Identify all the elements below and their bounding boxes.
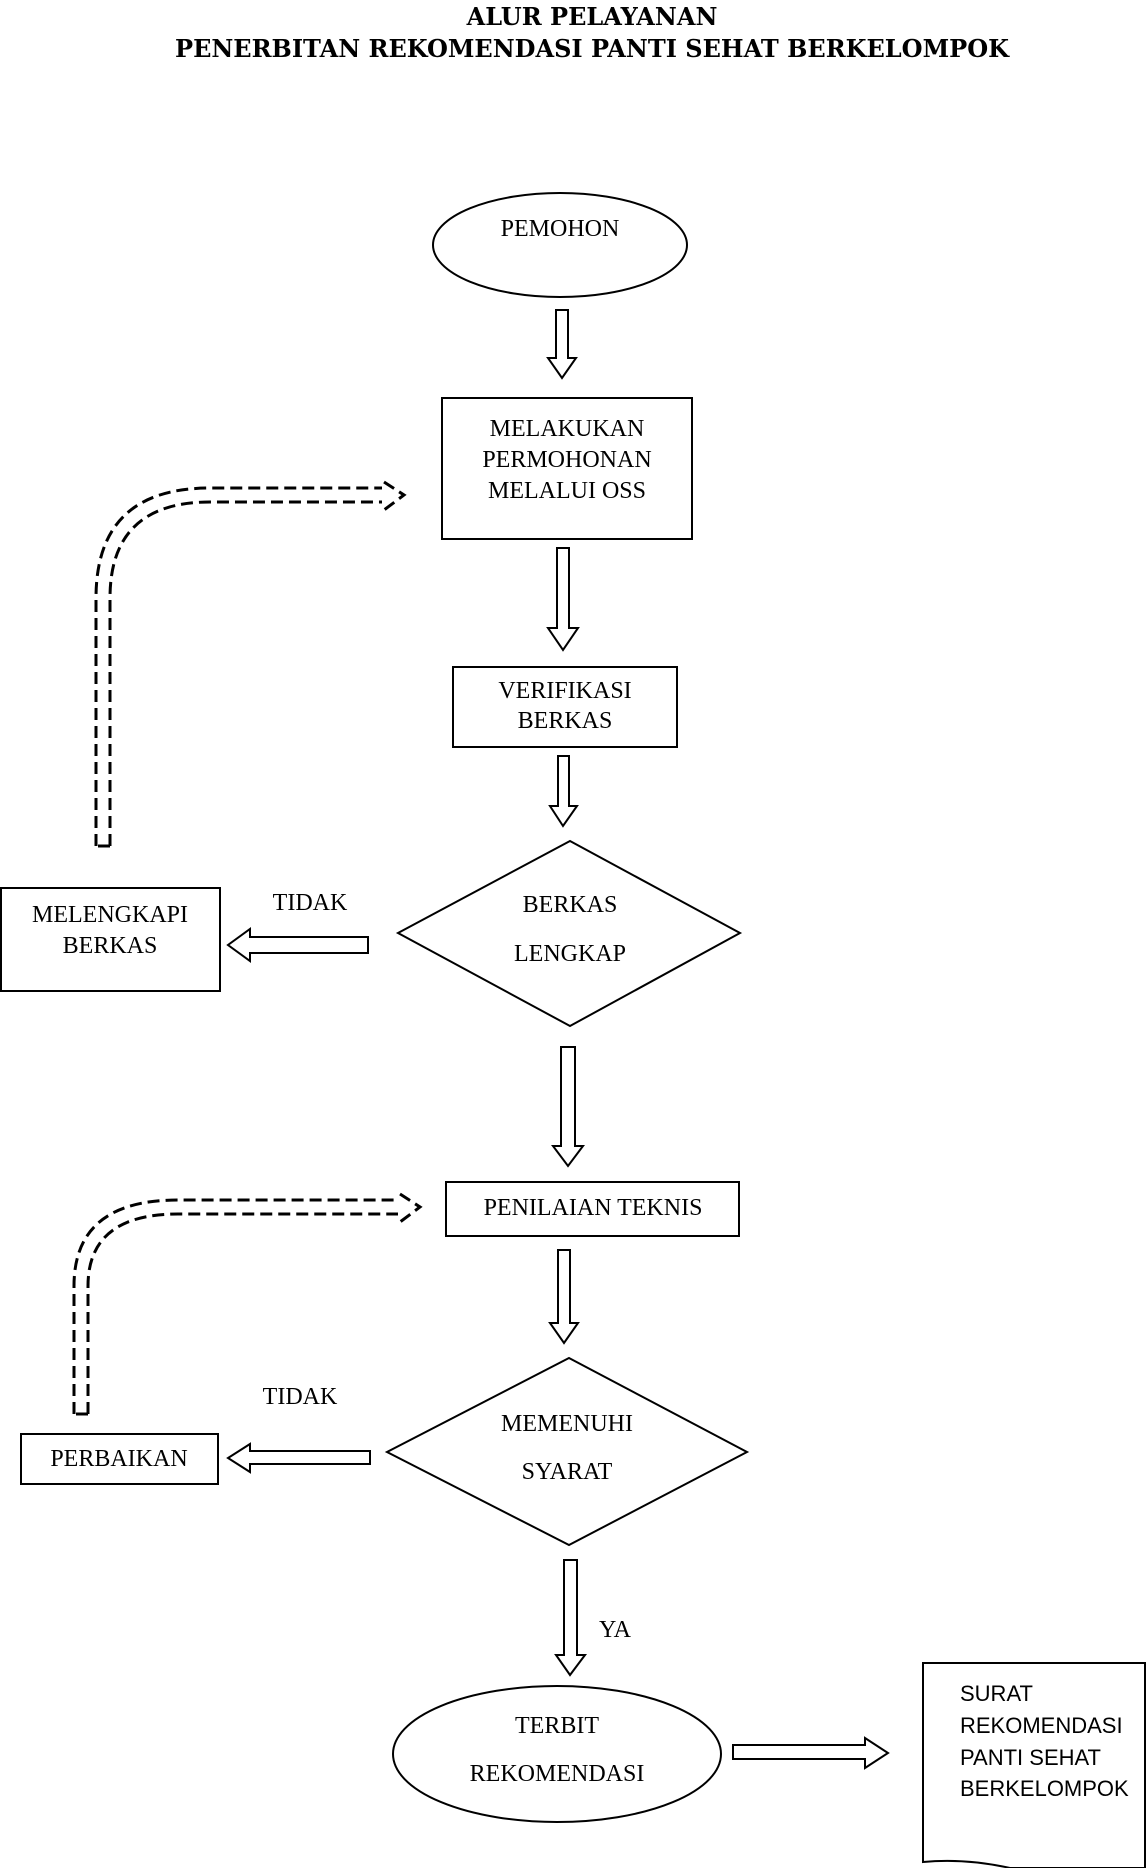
label-tidak-1: TIDAK <box>273 890 348 916</box>
node-melengkapi-line-1: MELENGKAPI <box>32 902 188 928</box>
node-terbit: TERBIT REKOMENDASI <box>392 1685 722 1823</box>
arrow-terbit-to-surat <box>732 1736 890 1770</box>
arrow-pemohon-to-permohonan <box>546 309 578 380</box>
node-memenuhi-line-1: MEMENUHI <box>501 1411 633 1437</box>
arrow-penilaian-to-memenuhi <box>548 1249 580 1345</box>
arrow-permohonan-to-verifikasi <box>546 547 580 652</box>
node-permohonan-line-3: MELALUI OSS <box>488 478 646 504</box>
node-permohonan-line-1: MELAKUKAN <box>490 416 645 442</box>
node-permohonan-line-2: PERMOHONAN <box>482 447 651 473</box>
title-line-2: PENERBITAN REKOMENDASI PANTI SEHAT BERKE… <box>175 34 1010 63</box>
node-perbaikan: PERBAIKAN <box>20 1433 219 1485</box>
node-memenuhi-syarat: MEMENUHI SYARAT <box>384 1356 750 1547</box>
node-surat-line-4: BERKELOMPOK <box>960 1776 1129 1801</box>
dashed-return-arrow-1 <box>94 480 407 848</box>
arrow-lengkap-to-penilaian <box>551 1046 585 1168</box>
node-berkas-lengkap-line-2: LENGKAP <box>514 941 626 967</box>
label-ya: YA <box>599 1617 632 1643</box>
arrow-lengkap-to-melengkapi <box>226 927 369 963</box>
node-perbaikan-label: PERBAIKAN <box>50 1446 187 1472</box>
node-surat-line-3: PANTI SEHAT <box>960 1745 1101 1770</box>
node-melengkapi: MELENGKAPI BERKAS <box>0 887 221 992</box>
node-memenuhi-line-2: SYARAT <box>522 1459 613 1485</box>
node-berkas-lengkap-line-1: BERKAS <box>523 892 618 918</box>
arrow-memenuhi-to-perbaikan <box>226 1442 371 1474</box>
node-penilaian-label: PENILAIAN TEKNIS <box>484 1195 703 1221</box>
arrow-memenuhi-to-terbit <box>554 1559 587 1677</box>
title-line-1: ALUR PELAYANAN <box>466 2 718 31</box>
node-surat-line-1: SURAT <box>960 1681 1033 1706</box>
node-verifikasi: VERIFIKASI BERKAS <box>452 666 678 748</box>
node-verifikasi-line-1: VERIFIKASI <box>498 678 631 704</box>
node-pemohon-label: PEMOHON <box>501 216 620 242</box>
label-tidak-2: TIDAK <box>263 1384 338 1410</box>
arrow-verifikasi-to-lengkap <box>548 755 579 828</box>
node-pemohon: PEMOHON <box>432 192 688 298</box>
node-berkas-lengkap: BERKAS LENGKAP <box>395 839 743 1028</box>
node-permohonan: MELAKUKAN PERMOHONAN MELALUI OSS <box>441 397 693 540</box>
dashed-return-arrow-2 <box>72 1192 423 1416</box>
node-terbit-line-2: REKOMENDASI <box>470 1761 645 1787</box>
node-terbit-line-1: TERBIT <box>515 1713 599 1739</box>
node-verifikasi-line-2: BERKAS <box>518 708 613 734</box>
node-penilaian: PENILAIAN TEKNIS <box>445 1181 740 1237</box>
node-surat-line-2: REKOMENDASI <box>960 1713 1123 1738</box>
node-melengkapi-line-2: BERKAS <box>63 933 158 959</box>
node-surat-document: SURAT REKOMENDASI PANTI SEHAT BERKELOMPO… <box>922 1662 1146 1868</box>
